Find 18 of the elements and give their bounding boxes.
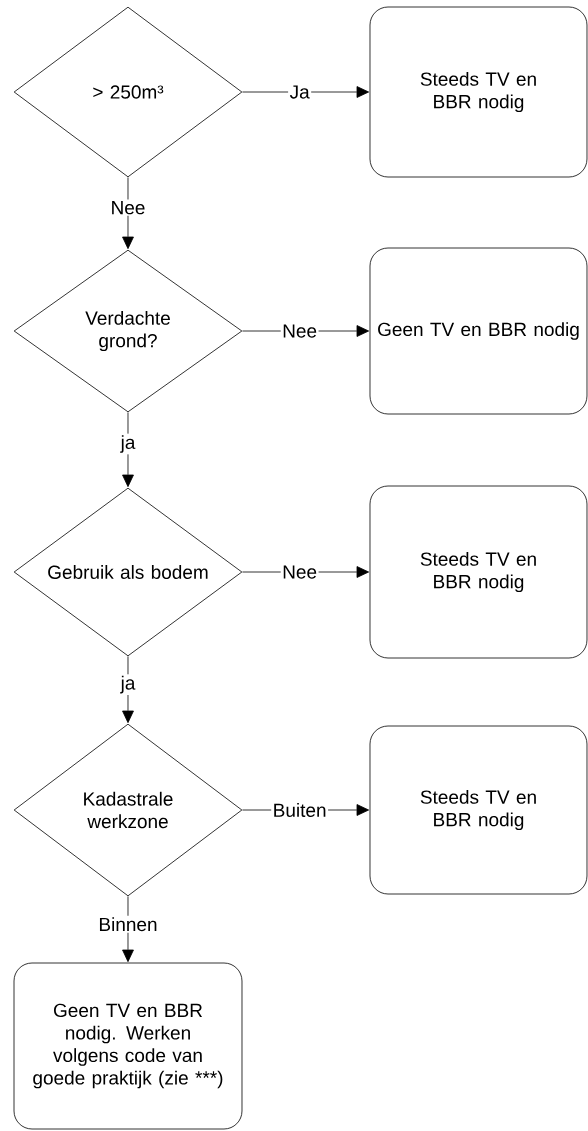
edge-label: ja [119, 433, 137, 455]
edge-label: Binnen [96, 915, 160, 933]
edge-label: Nee [109, 199, 147, 216]
edge-label: Buiten [271, 801, 329, 819]
edge-label: ja [119, 674, 137, 695]
edge-label: Nee [280, 322, 319, 340]
arrow [122, 177, 134, 250]
arrow [122, 656, 134, 724]
arrow [122, 412, 134, 488]
result-box: Geen TV en BBR nodig. Werken volgens code van goede praktijk (zie ***) [13, 962, 243, 1130]
arrow [122, 896, 134, 963]
edge-label: Nee [280, 563, 319, 581]
result-box: Steeds TV en BBR nodig [369, 725, 588, 895]
edge-label: Ja [288, 83, 312, 101]
arrow [242, 86, 370, 98]
result-box: Geen TV en BBR nodig [369, 247, 588, 415]
result-box: Steeds TV en BBR nodig [369, 6, 588, 178]
result-box: Steeds TV en BBR nodig [369, 485, 588, 659]
